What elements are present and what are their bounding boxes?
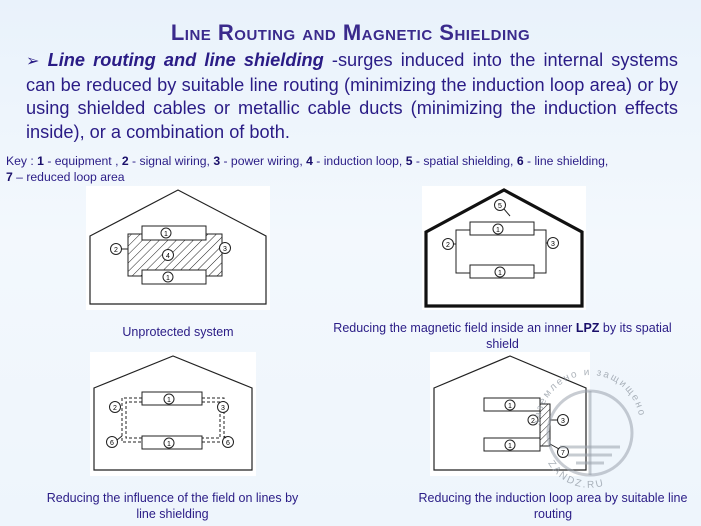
key-num: 6 [516, 154, 524, 168]
diagram-label: 1 [498, 270, 502, 277]
diagram-label: 1 [164, 231, 168, 238]
diagram-label: 2 [531, 418, 535, 425]
key-num: 4 [306, 154, 313, 168]
diagram-label: 3 [561, 418, 565, 425]
caption-spatial-c: by its spatial shield [486, 321, 672, 351]
caption-line-shielding: Reducing the influence of the field on l… [46, 491, 299, 521]
caption-reduced-loop: Reducing the induction loop area by suit… [418, 491, 688, 521]
key-text: – reduced loop area [12, 170, 125, 184]
key-text: - line shielding, [523, 154, 609, 168]
intro-paragraph: ➢ Line routing and line shielding -surge… [26, 49, 678, 144]
intro-text: -surges induced into the internal system… [26, 50, 678, 142]
diagram-spatial-shield-svg: 5 1 2 3 1 [424, 188, 584, 308]
diagram-spatial-shield: 5 1 2 3 1 [422, 186, 586, 310]
diagram-label: 4 [166, 253, 170, 260]
diagram-unprotected-svg: 1 2 4 3 1 [89, 189, 267, 305]
diagram-label: 5 [498, 203, 502, 210]
key-num: 5 [405, 154, 413, 168]
diagram-label: 2 [114, 247, 118, 254]
key-text: - induction loop, [312, 154, 406, 168]
diagram-line-shielding-svg: 1 2 3 6 6 1 [93, 355, 253, 471]
key-prefix: Key : [6, 154, 38, 168]
diagram-label: 6 [226, 440, 230, 447]
key-text: - equipment , [43, 154, 122, 168]
diagram-label: 1 [496, 227, 500, 234]
key-num: 1 [37, 154, 44, 168]
diagram-reduced-loop: 1 2 3 1 7 [430, 352, 590, 476]
diagram-label: 2 [113, 405, 117, 412]
diagram-label: 1 [166, 275, 170, 282]
caption-unprotected: Unprotected system [122, 325, 234, 339]
diagram-label: 1 [508, 403, 512, 410]
key-text: - signal wiring, [128, 154, 214, 168]
diagram-reduced-loop-svg: 1 2 3 1 7 [433, 355, 587, 471]
caption-spatial-lpz: LPZ [575, 321, 600, 335]
key-text: - spatial shielding, [412, 154, 517, 168]
diagram-label: 1 [167, 441, 171, 448]
caption-spatial-shield: Reducing the magnetic field inside an in… [330, 320, 675, 352]
bullet-arrow-icon: ➢ [26, 53, 40, 70]
diagram-label: 3 [551, 241, 555, 248]
key-legend: Key : 1 - equipment , 2 - signal wiring,… [6, 153, 698, 185]
page-title: Line Routing and Magnetic Shielding [170, 20, 531, 45]
diagram-line-shielding: 1 2 3 6 6 1 [90, 352, 256, 476]
diagram-unprotected: 1 2 4 3 1 [86, 186, 270, 310]
zandz-watermark-logo: заземлено и защищено ZANDZ.RU [532, 367, 645, 491]
diagram-label: 1 [508, 443, 512, 450]
diagram-label: 7 [561, 450, 565, 457]
diagram-label: 3 [221, 405, 225, 412]
diagram-label: 1 [167, 397, 171, 404]
key-num: 7 [6, 170, 13, 184]
diagram-label: 6 [110, 440, 114, 447]
caption-spatial-a: Reducing the magnetic field inside an in… [333, 321, 576, 335]
key-num: 3 [213, 154, 221, 168]
intro-lead: Line routing and line shielding [47, 50, 324, 70]
key-text: - power wiring, [220, 154, 307, 168]
diagram-label: 2 [446, 242, 450, 249]
diagram-label: 3 [223, 246, 227, 253]
key-num: 2 [121, 154, 129, 168]
